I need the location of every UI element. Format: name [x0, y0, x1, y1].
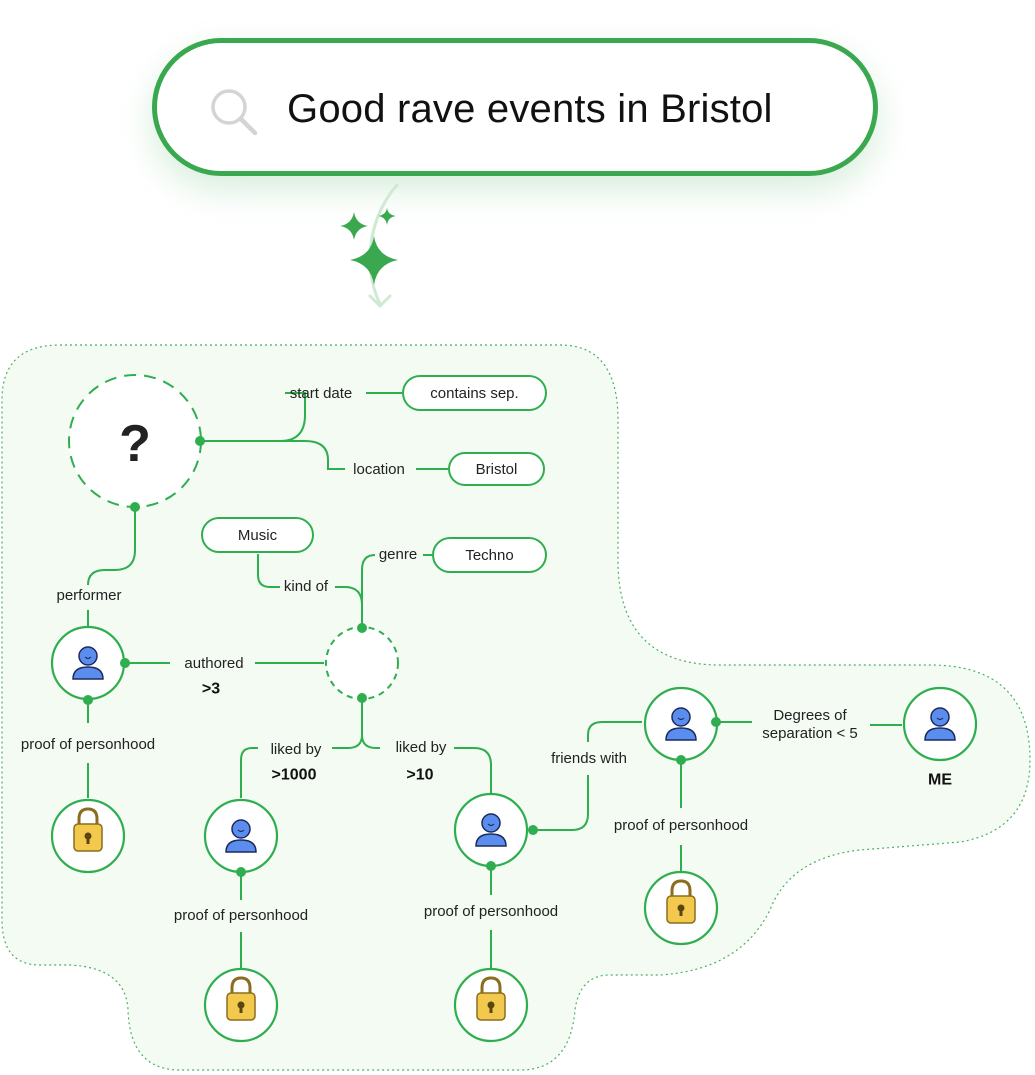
lock-icon — [226, 976, 256, 1021]
person-icon — [475, 813, 507, 847]
lock-node-performer — [50, 798, 126, 874]
liked-by-label-2: liked by — [395, 739, 447, 756]
kind-of-value: Music — [201, 517, 314, 553]
junction-dots — [83, 436, 721, 877]
person-icon — [72, 646, 104, 680]
person-node-me — [902, 686, 978, 762]
person-icon — [665, 707, 697, 741]
search-query[interactable]: Good rave events in Bristol — [287, 87, 773, 131]
person-node-liker-2 — [453, 792, 529, 868]
performer-label: performer — [56, 587, 122, 604]
authored-label: authored — [184, 655, 244, 672]
person-icon — [225, 819, 257, 853]
start-date-label: start date — [289, 385, 353, 402]
sparkle-icon — [340, 208, 398, 285]
genre-label: genre — [378, 546, 418, 563]
lock-node-friend — [643, 870, 719, 946]
lock-icon — [73, 807, 103, 852]
me-label: ME — [928, 771, 952, 789]
proof-of-personhood-label-2: proof of personhood — [173, 907, 309, 924]
proof-of-personhood-label-1: proof of personhood — [20, 736, 156, 753]
genre-value: Techno — [432, 537, 547, 573]
search-bar[interactable]: Good rave events in Bristol — [152, 38, 878, 176]
friends-with-label: friends with — [551, 750, 627, 767]
location-value: Bristol — [448, 452, 545, 486]
liked-by-label-1: liked by — [270, 741, 322, 758]
flow-arrowhead — [368, 294, 392, 309]
liked-by-count-2: >10 — [406, 766, 434, 784]
flow-arrow — [368, 182, 400, 305]
query-node-label: ? — [119, 415, 151, 473]
search-icon — [211, 89, 258, 136]
lock-icon — [666, 879, 696, 924]
degrees-label: Degrees of separation < 5 — [762, 707, 858, 742]
person-node-performer — [50, 625, 126, 701]
start-date-value: contains sep. — [402, 375, 547, 411]
person-node-liker-1 — [203, 798, 279, 874]
authored-count: >3 — [201, 680, 221, 698]
proof-of-personhood-label-3: proof of personhood — [423, 903, 559, 920]
lock-node-liker-2 — [453, 967, 529, 1043]
person-icon — [924, 707, 956, 741]
proof-of-personhood-label-4: proof of personhood — [613, 817, 749, 834]
lock-icon — [476, 976, 506, 1021]
location-label: location — [353, 461, 405, 478]
lock-node-liker-1 — [203, 967, 279, 1043]
person-node-friend — [643, 686, 719, 762]
event-node — [325, 626, 399, 700]
kind-of-label: kind of — [283, 578, 329, 595]
liked-by-count-1: >1000 — [271, 766, 317, 784]
